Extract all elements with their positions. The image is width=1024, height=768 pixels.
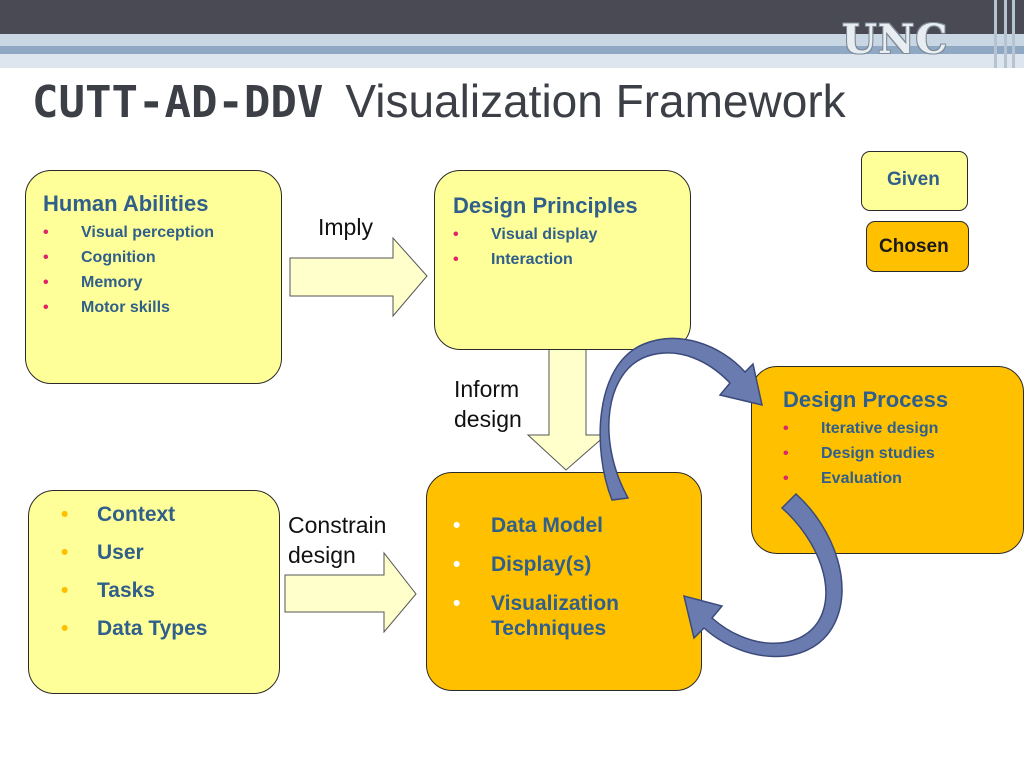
human-abilities-title: Human Abilities xyxy=(43,191,209,216)
list-item: Visual display xyxy=(453,226,690,244)
list-item: Data Types xyxy=(61,617,279,641)
human-abilities-box: Human Abilities Visual perception Cognit… xyxy=(25,170,282,384)
inform-label-line1: Inform xyxy=(454,376,520,402)
data-model-list: Data Model Display(s) Visualization Tech… xyxy=(453,513,701,641)
context-box: Context User Tasks Data Types xyxy=(28,490,280,694)
legend-chosen: Chosen xyxy=(866,221,969,272)
list-item: Tasks xyxy=(61,579,279,603)
list-item: Visualization Techniques xyxy=(453,591,701,641)
constrain-label-line1: Constrain xyxy=(288,512,387,538)
design-process-title: Design Process xyxy=(783,387,949,412)
imply-arrow xyxy=(289,236,428,318)
constrain-label-line2: design xyxy=(288,542,356,568)
human-abilities-list: Visual perception Cognition Memory Motor… xyxy=(43,224,281,317)
header-band xyxy=(0,46,1024,54)
list-item: User xyxy=(61,541,279,565)
unc-logo: UNC xyxy=(842,16,949,63)
design-process-list: Iterative design Design studies Evaluati… xyxy=(783,420,1023,488)
inform-label-line2: design xyxy=(454,406,522,432)
design-principles-box: Design Principles Visual display Interac… xyxy=(434,170,691,350)
constrain-arrow xyxy=(284,551,417,634)
list-item: Context xyxy=(61,503,279,527)
header-stripe xyxy=(1012,0,1015,68)
design-principles-list: Visual display Interaction xyxy=(453,226,690,269)
header-band xyxy=(0,54,1024,68)
context-list: Context User Tasks Data Types xyxy=(59,503,279,641)
list-item: Visual perception xyxy=(43,224,281,242)
cycle-arrow-up xyxy=(599,337,763,501)
header-band xyxy=(0,34,1024,46)
list-item: Data Model xyxy=(453,513,701,538)
list-item: Design studies xyxy=(783,445,1023,463)
list-item: Display(s) xyxy=(453,552,701,577)
cycle-arrow-down xyxy=(682,492,843,658)
list-item: Iterative design xyxy=(783,420,1023,438)
title-text: Visualization Framework xyxy=(345,75,846,127)
list-item: Memory xyxy=(43,274,281,292)
list-item: Evaluation xyxy=(783,470,1023,488)
inform-arrow xyxy=(526,348,608,471)
imply-label: Imply xyxy=(318,214,373,240)
header-bar xyxy=(0,0,1024,34)
design-principles-title: Design Principles xyxy=(453,193,638,218)
list-item: Interaction xyxy=(453,251,690,269)
header-stripe xyxy=(994,0,997,68)
list-item: Cognition xyxy=(43,249,281,267)
legend-given: Given xyxy=(861,151,968,211)
data-model-box: Data Model Display(s) Visualization Tech… xyxy=(426,472,702,691)
header-stripe xyxy=(1004,0,1007,68)
design-process-box: Design Process Iterative design Design s… xyxy=(751,366,1024,554)
slide-title: CUTT-AD-DDV Visualization Framework xyxy=(32,74,846,128)
title-acronym: CUTT-AD-DDV xyxy=(32,77,324,128)
list-item: Motor skills xyxy=(43,299,281,317)
